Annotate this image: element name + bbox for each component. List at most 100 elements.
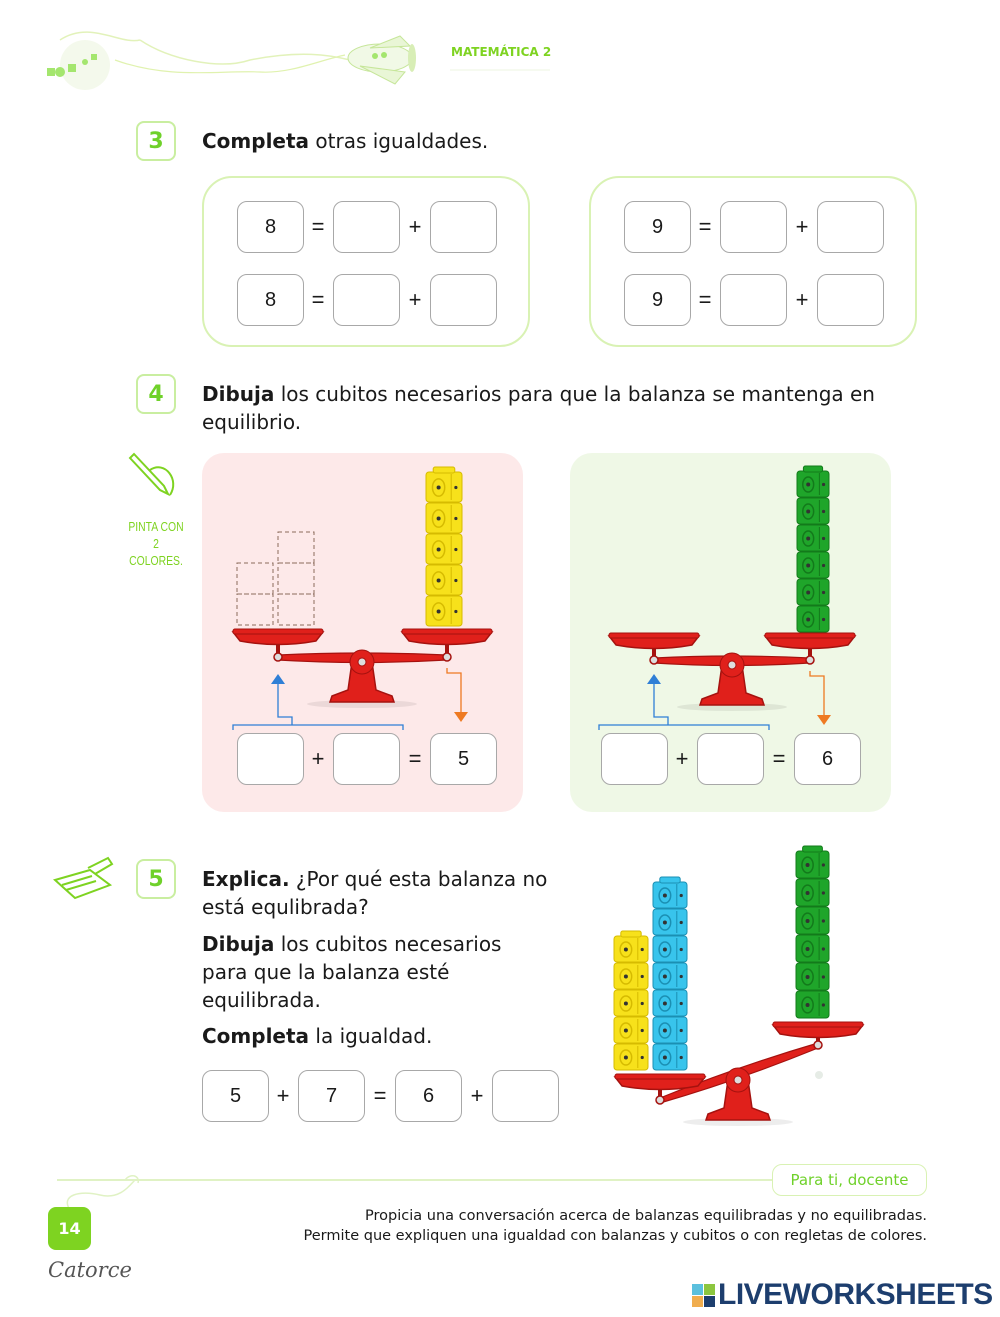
addend-input-1[interactable]: [333, 274, 400, 326]
cube-dot: [662, 947, 667, 952]
exercise-number-5: 5: [136, 859, 176, 899]
cube: [652, 881, 688, 909]
paint-hint: PINTA CON 2 COLORES.: [128, 519, 184, 568]
teacher-note-label: Para ti, docente: [772, 1164, 927, 1196]
cube-dot: [805, 1003, 810, 1007]
green-answer-box-1[interactable]: [601, 733, 668, 785]
cube-knob: [619, 1049, 633, 1066]
cube-dot: [662, 1001, 667, 1006]
cube: [613, 962, 649, 990]
cube-dot: [640, 974, 644, 979]
cube-dot: [662, 974, 667, 979]
cube-knob: [658, 1022, 672, 1039]
cube-dot: [640, 1055, 644, 1060]
instruction-bold: Completa: [202, 129, 310, 153]
cube-dot: [662, 920, 667, 925]
cube: [613, 1016, 649, 1044]
scale-base: [704, 1079, 772, 1121]
cube: [795, 962, 830, 991]
cube: [652, 908, 688, 936]
pink-answer-box-2[interactable]: [333, 733, 400, 785]
cube-dot: [805, 975, 810, 979]
equals-sign: =: [698, 287, 712, 312]
exercise-5-complete: Completa la igualdad.: [202, 1022, 432, 1050]
cube-knob: [619, 1022, 633, 1039]
instruction-bold: Explica.: [202, 867, 290, 891]
cube: [613, 935, 649, 963]
cube-knob: [658, 968, 672, 985]
cube-knob: [801, 856, 814, 874]
airplane-icon: [347, 35, 416, 85]
instruction-text: la igualdad.: [309, 1024, 433, 1048]
plus-sign: +: [470, 1083, 484, 1108]
cube-knob: [619, 941, 633, 958]
live-logo-icon: [692, 1283, 715, 1307]
cube: [652, 989, 688, 1017]
addend-input-2[interactable]: [430, 274, 497, 326]
exercise-number-4: 4: [136, 374, 176, 414]
decor-dot: [815, 1071, 823, 1079]
page-number-badge: 14: [48, 1207, 91, 1250]
addend-input-1[interactable]: [720, 201, 787, 253]
addend-input-2[interactable]: [817, 274, 884, 326]
instruction-bold: Dibuja: [202, 382, 275, 406]
cube-knob: [658, 887, 672, 904]
instruction-text: ¿Por qué esta balanza no está equlibrada…: [202, 867, 548, 919]
cube-dot: [679, 947, 683, 952]
exercise-number-3: 3: [136, 121, 176, 161]
instruction-text: los cubitos necesarios para que la balan…: [202, 932, 502, 1012]
scale-beam: [659, 1042, 819, 1104]
equation-box-c: 6: [395, 1070, 462, 1122]
addend-input-1[interactable]: [333, 201, 400, 253]
cube-dot: [640, 1001, 644, 1006]
cube-dot: [821, 947, 825, 951]
plus-sign: +: [408, 287, 422, 312]
equals-sign: =: [698, 214, 712, 239]
writing-hand-icon: [52, 856, 114, 900]
exercise-3-instruction: Completa otras igualdades.: [202, 127, 488, 155]
cube-dot: [679, 1001, 683, 1006]
cube-dot: [805, 863, 810, 867]
instruction-text: otras igualdades.: [309, 129, 489, 153]
cube-knob: [658, 1049, 672, 1066]
cube-dot: [662, 893, 667, 898]
cube-dot: [623, 1001, 628, 1006]
addend-input-2[interactable]: [430, 201, 497, 253]
cube: [795, 990, 830, 1019]
cube-knob: [801, 996, 814, 1014]
instruction-text: los cubitos necesarios para que la balan…: [202, 382, 875, 434]
cube-dot: [679, 893, 683, 898]
exercise-4-instruction: Dibuja los cubitos necesarios para que l…: [202, 380, 912, 436]
pivot-pin: [733, 1075, 743, 1085]
cube-dot: [821, 891, 825, 895]
equalities-panel-right: [589, 176, 917, 347]
given-number-box: 8: [237, 274, 304, 326]
pencil-icon: [128, 452, 175, 497]
scale-right-pan-rim: [772, 1021, 864, 1028]
cube-dot: [679, 920, 683, 925]
cube-dot: [821, 919, 825, 923]
addend-input-2[interactable]: [817, 201, 884, 253]
equals-sign: =: [311, 287, 325, 312]
liveworksheets-logo: LIVEWORKSHEETS: [692, 1278, 993, 1312]
cube: [795, 878, 830, 907]
joint: [813, 1040, 823, 1050]
equals-sign: =: [373, 1083, 387, 1108]
addend-input-1[interactable]: [720, 274, 787, 326]
cube: [795, 934, 830, 963]
green-answer-box-2[interactable]: [697, 733, 764, 785]
cube-tab: [659, 876, 681, 884]
cube: [613, 989, 649, 1017]
equalities-panel-left: [202, 176, 530, 347]
cube-dot: [662, 1028, 667, 1033]
equation-answer-box[interactable]: [492, 1070, 559, 1122]
cube: [652, 962, 688, 990]
scale-pivot: [725, 1067, 751, 1093]
subject-label: MATEMÁTICA 2: [451, 45, 552, 59]
equation-box-b: 7: [298, 1070, 365, 1122]
cube-knob: [619, 968, 633, 985]
exercise-5-question: Explica. ¿Por qué esta balanza no está e…: [202, 865, 552, 921]
footer-line: [57, 1175, 772, 1211]
cube: [795, 906, 830, 935]
pink-answer-box-1[interactable]: [237, 733, 304, 785]
